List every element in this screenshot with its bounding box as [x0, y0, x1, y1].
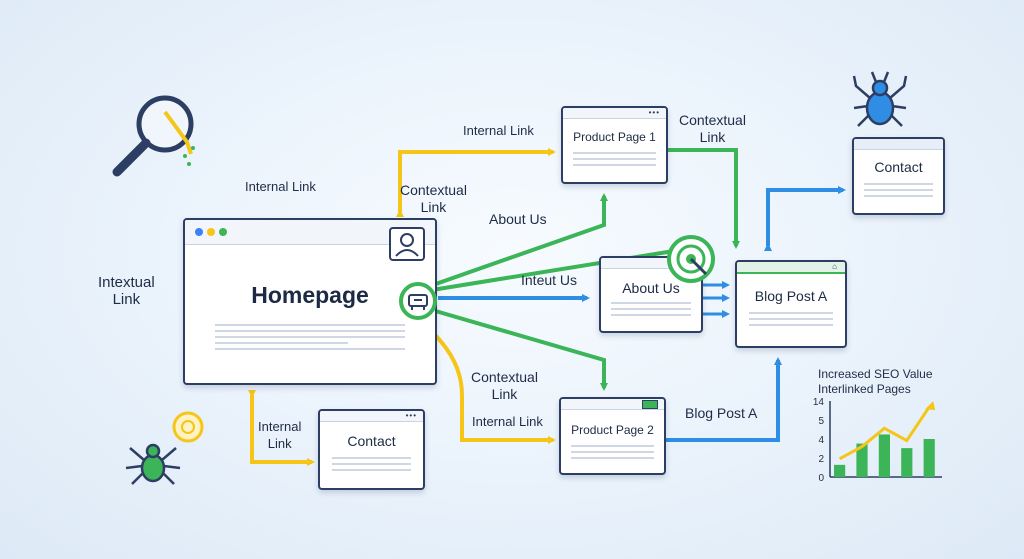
magnifier-icon	[112, 95, 195, 177]
contact-bottom-window[interactable]: ••• Contact	[318, 409, 425, 490]
contact-top-window[interactable]: Contact	[852, 137, 945, 215]
label-line: Link	[491, 386, 518, 402]
contact-bottom-title: Contact	[347, 433, 396, 449]
spider-icon-blue	[852, 71, 908, 127]
internal-link-top-arrow	[396, 148, 556, 217]
product2-to-blog-arrow	[664, 357, 782, 442]
label-internal-link-bottom: Internal Link	[258, 418, 301, 452]
titlebar: •••	[320, 411, 423, 422]
chart-title-line-2: Interlinked Pages	[818, 382, 911, 396]
text-lines	[332, 457, 411, 475]
y-tick-label: 4	[818, 435, 824, 446]
contact-top-title: Contact	[874, 159, 923, 175]
target-badge-icon	[667, 235, 715, 283]
homepage-title: Homepage	[251, 282, 369, 308]
label-line: Contextual	[400, 182, 467, 198]
chart-title-line-1: Increased SEO Value	[818, 367, 933, 381]
hub-icon	[399, 282, 437, 320]
bar	[901, 448, 913, 477]
bar	[834, 464, 846, 477]
window-menu-icon: •••	[648, 108, 660, 117]
label-line: Link	[699, 129, 726, 145]
label-contextual-left: Contextual Link	[400, 182, 467, 216]
mini-chart: 14 5 4 2 0	[813, 397, 942, 484]
spider-icon-green	[125, 443, 181, 485]
product-page-2-window[interactable]: Product Page 2	[559, 397, 666, 475]
y-tick-label: 14	[813, 397, 825, 408]
label-internal-link-left: Internal Link	[245, 179, 316, 194]
window-badge-icon	[642, 400, 658, 409]
label-line: Link	[267, 436, 292, 451]
y-tick-label: 5	[818, 416, 824, 427]
contextual-link-down-arrow	[431, 308, 608, 391]
window-dot-blue	[195, 228, 203, 236]
label-contextual-right: Contextual Link	[679, 112, 746, 146]
label-intextual-link: Intextual Link	[98, 274, 155, 308]
about-us-window[interactable]: About Us	[599, 256, 703, 333]
label-line: Contextual	[679, 112, 746, 128]
internal-link-bottom-arrow	[248, 390, 315, 466]
bar	[856, 443, 868, 477]
label-line: Link	[112, 291, 141, 308]
trend-arrowhead	[925, 401, 936, 411]
contextual-link-up-arrow	[429, 193, 608, 288]
label-blog-post-a: Blog Post A	[685, 405, 758, 421]
titlebar: •••	[563, 108, 666, 119]
label-line: Intextual	[98, 274, 155, 291]
window-menu-icon: •••	[405, 411, 417, 420]
avatar-badge-icon	[389, 227, 425, 261]
titlebar	[561, 399, 664, 410]
product-page-1-window[interactable]: ••• Product Page 1	[561, 106, 668, 184]
titlebar	[601, 258, 701, 269]
homepage-window[interactable]: Homepage	[183, 218, 437, 385]
bar	[923, 439, 935, 477]
bar	[878, 434, 890, 477]
trend-line	[838, 406, 931, 461]
label-internal-link-mid: Internal Link	[472, 414, 543, 429]
label-inteut-us: Inteut Us	[521, 272, 578, 288]
y-tick-label: 0	[818, 473, 824, 484]
target-badge-icon-small	[172, 411, 204, 443]
blog-post-a-title: Blog Post A	[754, 288, 828, 304]
text-lines	[573, 152, 656, 170]
blog-to-contact-arrow	[764, 186, 846, 251]
label-line: Contextual	[471, 369, 538, 385]
label-internal-link-top: Internal Link	[463, 123, 534, 138]
text-lines	[864, 183, 933, 201]
y-tick-label: 2	[818, 454, 824, 465]
product-page-1-title: Product Page 1	[573, 130, 656, 144]
text-lines	[571, 445, 654, 463]
window-dot-green	[219, 228, 227, 236]
label-about-us: About Us	[489, 211, 547, 227]
window-dot-yellow	[207, 228, 215, 236]
label-line: Link	[420, 199, 447, 215]
homepage-text-lines	[215, 324, 405, 354]
titlebar	[854, 139, 943, 150]
chart-title: Increased SEO Value Interlinked Pages	[818, 367, 933, 397]
text-lines	[749, 312, 833, 330]
about-us-title: About Us	[622, 280, 680, 296]
titlebar: ⌂	[737, 262, 845, 274]
contextual-link-right-arrow	[668, 148, 740, 249]
blog-post-a-window[interactable]: ⌂ Blog Post A	[735, 260, 847, 348]
label-line: Internal	[258, 419, 302, 434]
bug-badge-icon: ⌂	[832, 262, 837, 271]
product-page-2-title: Product Page 2	[571, 423, 654, 437]
internal-link-mid-arrow	[428, 328, 556, 444]
label-contextual-mid: Contextual Link	[471, 369, 538, 403]
text-lines	[611, 302, 691, 320]
